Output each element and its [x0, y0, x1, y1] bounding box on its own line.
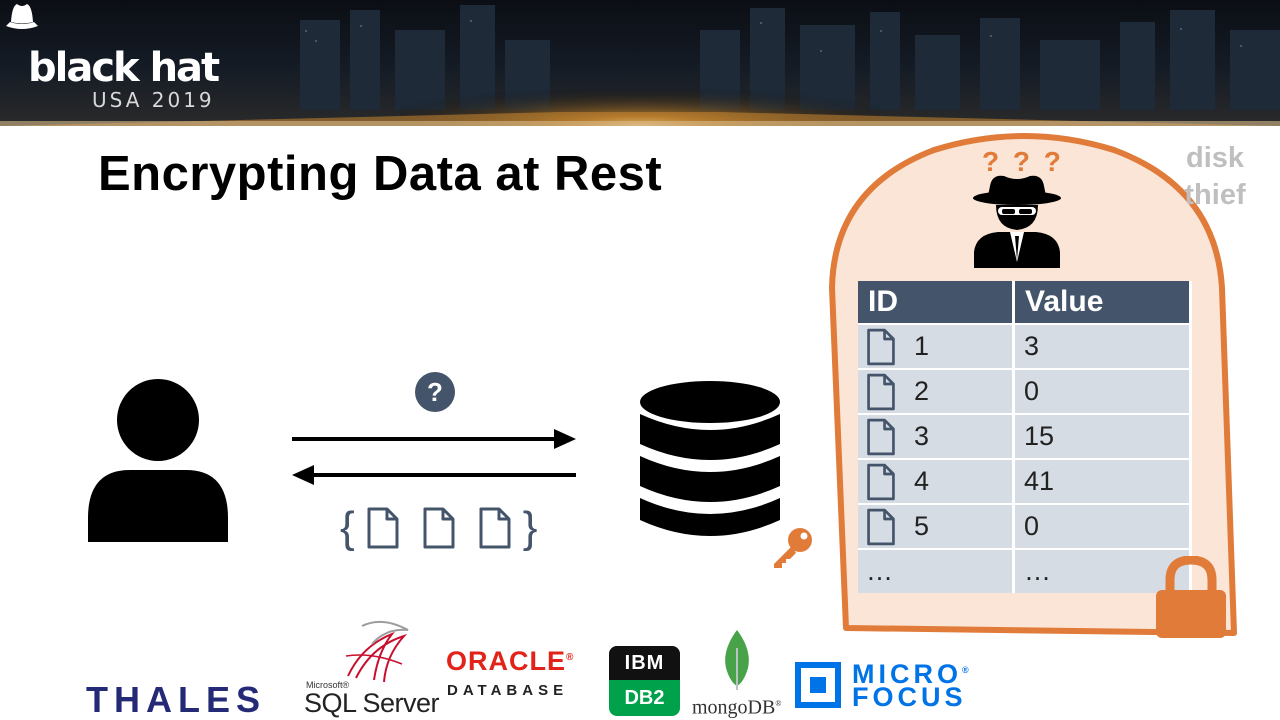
ibm-label: IBM [609, 646, 680, 680]
table-row: 5 0 [858, 503, 1192, 548]
oracle-database-label: DATABASE [447, 682, 569, 699]
response-documents: { } [340, 500, 537, 556]
document-icon [423, 507, 455, 549]
city-skyline-graphic [0, 5, 1280, 126]
key-icon [774, 528, 812, 568]
request-response-arrows [292, 429, 576, 485]
row-id: 3 [914, 421, 930, 451]
table-row: 2 0 [858, 368, 1192, 413]
mongodb-logo: mongoDB® [692, 692, 781, 720]
sql-server-logo-icon [345, 620, 409, 683]
row-value: 3 [1015, 325, 1192, 368]
thales-logo: THALES [86, 679, 266, 720]
lock-icon [1156, 556, 1226, 638]
row-id: 4 [914, 466, 930, 496]
sql-server-logo: SQL Server [304, 688, 440, 718]
table-row: 3 15 [858, 413, 1192, 458]
micro-focus-line-1: MICRO® [852, 657, 973, 688]
row-id: 5 [914, 511, 930, 541]
row-value: 41 [1015, 460, 1192, 503]
disk-thief-line-2: thief [1184, 179, 1246, 211]
column-header-value: Value [1015, 281, 1192, 323]
document-icon [867, 373, 895, 410]
table-row: … … [858, 548, 1192, 593]
brand-logo-text: black hat [28, 45, 220, 91]
sql-server-microsoft-label: Microsoft® [306, 680, 350, 690]
micro-focus-registered-mark: ® [962, 665, 973, 675]
disk-thief-label: disk thief [1160, 140, 1270, 214]
confused-marks: ? ? ? [982, 146, 1064, 177]
row-value: 0 [1015, 505, 1192, 548]
event-label: USA 2019 [92, 88, 215, 112]
table-row: 4 41 [858, 458, 1192, 503]
micro-focus-line-2: FOCUS [852, 682, 967, 712]
row-id: 2 [914, 376, 930, 406]
document-icon [867, 418, 895, 455]
disk-thief-line-1: disk [1185, 142, 1245, 174]
oracle-registered-mark: ® [566, 652, 575, 663]
table-header: ID Value [858, 281, 1192, 323]
document-icon [867, 508, 895, 545]
data-table: ID Value 1 3 2 0 3 15 4 41 5 0 … … [858, 281, 1192, 593]
question-symbol: ? [427, 377, 443, 407]
document-icon [367, 507, 399, 549]
document-icon [867, 463, 895, 500]
table-row: 1 3 [858, 323, 1192, 368]
spy-icon [973, 175, 1061, 268]
database-icon [640, 381, 780, 536]
open-brace: { [340, 503, 355, 552]
row-value: … [1015, 550, 1192, 593]
mongodb-name: mongoDB [692, 696, 776, 719]
document-icon [479, 507, 511, 549]
row-id: … [866, 556, 893, 586]
close-brace: } [522, 503, 538, 552]
column-header-id: ID [858, 281, 1015, 323]
oracle-name: ORACLE [446, 646, 566, 676]
db2-logo: IBM DB2 [609, 646, 680, 716]
micro-focus-logo-icon [795, 662, 841, 708]
row-value: 0 [1015, 370, 1192, 413]
row-id: 1 [914, 331, 930, 361]
header-banner: black hat USA 2019 [0, 0, 1280, 126]
question-circle-icon: ? [415, 372, 455, 412]
slide-title: Encrypting Data at Rest [98, 147, 663, 201]
row-value: 15 [1015, 415, 1192, 458]
document-icon [867, 328, 895, 365]
user-icon [88, 379, 228, 542]
oracle-logo: ORACLE® [446, 643, 574, 676]
micro-focus-line-1-text: MICRO [852, 659, 962, 689]
black-hat-logo-icon [6, 4, 38, 29]
mongodb-leaf-icon [725, 630, 749, 690]
db2-label: DB2 [624, 687, 665, 709]
mongodb-registered-mark: ® [775, 699, 782, 708]
